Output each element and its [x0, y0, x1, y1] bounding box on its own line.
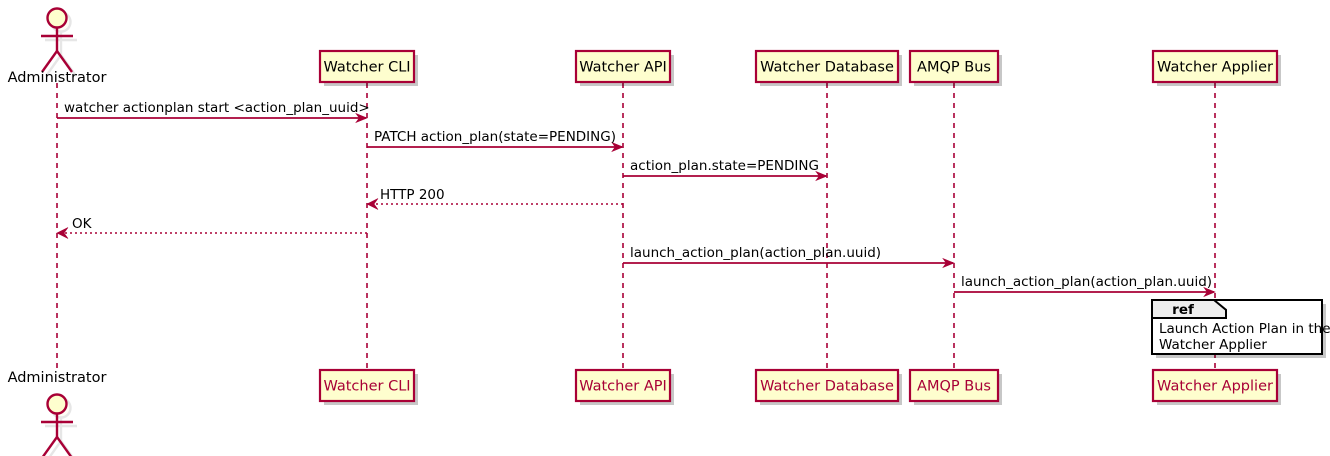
participant-box[interactable] [574, 368, 672, 403]
ref-tab [1151, 299, 1227, 319]
message-msg-3[interactable]: action_plan.state=PENDING [623, 158, 828, 182]
actor-leg-left [45, 54, 62, 77]
actor-administrator-bottom[interactable]: Administrator [8, 370, 107, 456]
participant-box[interactable] [908, 368, 1000, 403]
ref-body-line: Launch Action Plan in the [1159, 321, 1330, 337]
actor-leg-left [41, 436, 58, 456]
participant-box[interactable] [754, 368, 900, 403]
message-arrowhead [942, 257, 955, 269]
ref-body-line: Watcher Applier [1159, 337, 1267, 353]
participant-box[interactable] [1151, 368, 1279, 403]
message-arrowhead [355, 112, 368, 124]
ref-tab-label: ref [1172, 302, 1194, 318]
participant-label: AMQP Bus [917, 60, 991, 76]
message-label: HTTP 200 [380, 187, 445, 203]
message-arrowhead [611, 141, 624, 153]
actor-leg-right [56, 436, 73, 456]
message-msg-1[interactable]: watcher actionplan start <action_plan_uu… [57, 100, 370, 124]
participant-watcher-api-bottom[interactable]: Watcher API [574, 368, 674, 405]
actor-head-icon [46, 393, 68, 415]
message-arrowhead [366, 198, 379, 210]
participant-amqp-bus-top[interactable]: AMQP Bus [908, 49, 1002, 86]
message-label: PATCH action_plan(state=PENDING) [374, 129, 616, 145]
participant-label: Watcher CLI [323, 60, 410, 76]
participant-amqp-bus-bottom[interactable]: AMQP Bus [908, 368, 1002, 405]
participant-label: Watcher CLI [323, 379, 410, 395]
participant-watcher-database-top[interactable]: Watcher Database [754, 49, 902, 86]
actor-leg-left [48, 440, 62, 456]
participant-box[interactable] [908, 49, 1000, 84]
message-label: watcher actionplan start <action_plan_uu… [64, 100, 370, 116]
lifelines-layer [56, 83, 1216, 370]
participant-label: Watcher Database [760, 60, 894, 76]
participant-watcher-applier-bottom[interactable]: Watcher Applier [1151, 368, 1281, 405]
message-msg-7[interactable]: launch_action_plan(action_plan.uuid) [954, 274, 1216, 298]
actor-label: Administrator [8, 70, 107, 86]
participant-box[interactable] [1151, 49, 1279, 84]
message-label: launch_action_plan(action_plan.uuid) [630, 245, 881, 261]
actor-head-icon [46, 7, 68, 29]
participant-watcher-applier-top[interactable]: Watcher Applier [1151, 49, 1281, 86]
message-arrowhead [815, 170, 828, 182]
participant-label: AMQP Bus [917, 379, 991, 395]
message-label: launch_action_plan(action_plan.uuid) [961, 274, 1212, 290]
actor-administrator-top[interactable]: Administrator [8, 7, 107, 87]
participant-watcher-cli-top[interactable]: Watcher CLI [318, 49, 418, 86]
message-msg-5[interactable]: OK [56, 216, 367, 239]
message-msg-2[interactable]: PATCH action_plan(state=PENDING) [367, 129, 624, 153]
actor-leg-left [41, 50, 58, 73]
message-msg-6[interactable]: launch_action_plan(action_plan.uuid) [623, 245, 955, 269]
participant-label: Watcher Database [760, 379, 894, 395]
participant-label: Watcher API [579, 379, 667, 395]
message-label: OK [72, 216, 93, 232]
messages-layer: watcher actionplan start <action_plan_uu… [56, 100, 1216, 298]
message-arrowhead [56, 227, 69, 239]
message-label: action_plan.state=PENDING [630, 158, 819, 174]
participant-watcher-cli-bottom[interactable]: Watcher CLI [318, 368, 418, 405]
message-arrowhead [1203, 286, 1216, 298]
participant-box[interactable] [754, 49, 900, 84]
participant-box[interactable] [574, 49, 672, 84]
actor-leg-right [56, 50, 73, 73]
message-msg-4[interactable]: HTTP 200 [366, 187, 623, 210]
participant-label: Watcher API [579, 60, 667, 76]
participant-watcher-api-top[interactable]: Watcher API [574, 49, 674, 86]
actor-label: Administrator [8, 370, 107, 386]
participant-watcher-database-bottom[interactable]: Watcher Database [754, 368, 902, 405]
participant-label: Watcher Applier [1157, 60, 1273, 76]
participant-box[interactable] [318, 49, 416, 84]
participant-box[interactable] [318, 368, 416, 403]
participant-label: Watcher Applier [1157, 379, 1273, 395]
